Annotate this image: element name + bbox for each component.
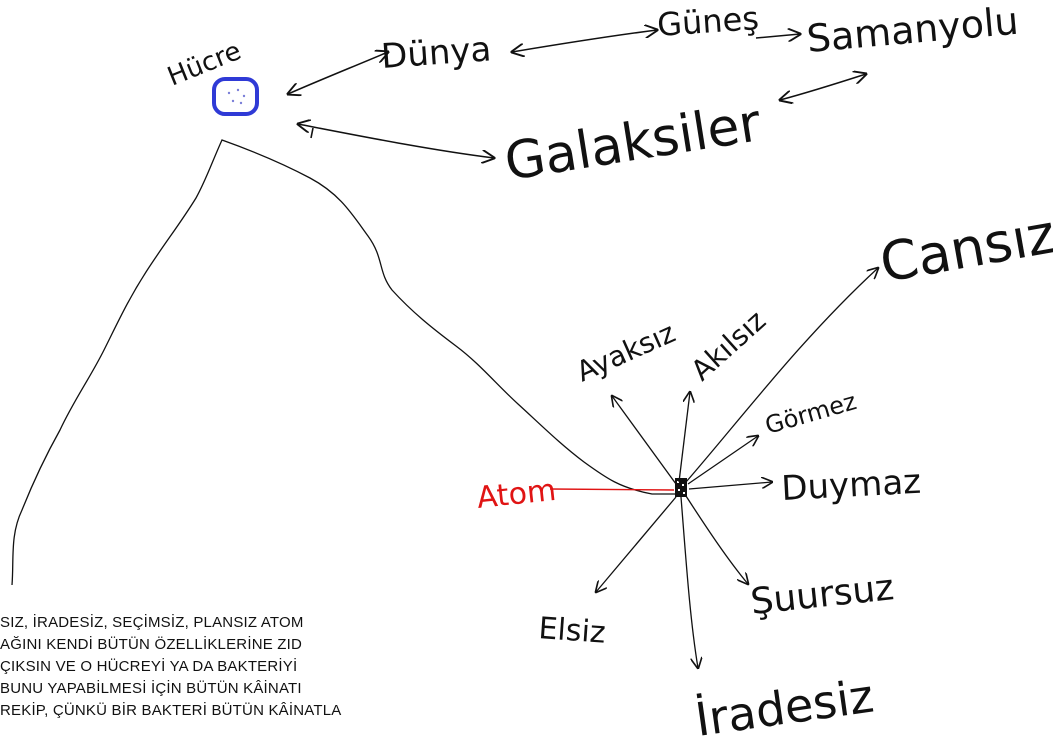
atom-square (675, 478, 687, 497)
arrow-to-suursuz (685, 495, 748, 584)
caption-text: SIZ, İRADESİZ, SEÇİMSİZ, PLANSIZ ATOM AĞ… (0, 612, 520, 722)
arrow-to-akilsiz (678, 392, 690, 483)
label-iradesiz: İradesiz (692, 668, 877, 742)
stray-mark (310, 127, 314, 139)
label-cansiz: Cansız (875, 202, 1053, 295)
arrow-to-ayaksiz (612, 396, 677, 485)
caption-line-3: ÇIKSIN VE O HÜCREYİ YA DA BAKTERİYİ (0, 658, 298, 675)
label-elsiz: Elsiz (537, 611, 606, 651)
caption-line-4: BUNU YAPABİLMESİ İÇİN BÜTÜN KÂİNATI (0, 680, 302, 697)
connecting-curve (11, 139, 676, 586)
arrow-to-elsiz (596, 496, 677, 592)
arrow-cell-galaksiler (298, 124, 494, 158)
label-atom: Atom (475, 473, 558, 516)
label-galaksiler: Galaksiler (501, 93, 766, 193)
arrow-samanyolu-galaksiler (780, 74, 866, 100)
label-hucre: Hücre (163, 36, 245, 92)
arrow-dunya-gunes (512, 30, 657, 52)
label-akilsiz: Akılsız (685, 304, 772, 387)
label-gunes: Güneş (656, 0, 760, 44)
arrow-cell-dunya (288, 52, 388, 94)
caption-line-5: REKİP, ÇÜNKÜ BİR BAKTERİ BÜTÜN KÂİNATLA (0, 702, 342, 719)
label-gormez: Görmez (762, 387, 860, 440)
arrow-to-iradesiz (680, 496, 698, 668)
arrow-to-duymaz (688, 482, 772, 490)
cell-shape (212, 77, 259, 116)
label-samanyolu: Samanyolu (805, 0, 1020, 61)
atom-red-line (549, 488, 675, 491)
arrow-to-cansiz (685, 268, 878, 483)
label-ayaksiz: Ayaksız (571, 316, 680, 389)
arrow-gunes-samanyolu (755, 34, 800, 38)
caption-line-1: SIZ, İRADESİZ, SEÇİMSİZ, PLANSIZ ATOM (0, 614, 304, 631)
arrow-to-gormez (687, 436, 758, 485)
label-suursuz: Şuursuz (749, 567, 896, 623)
caption-line-2: AĞINI KENDİ BÜTÜN ÖZELLİKLERİNE ZID (0, 636, 303, 653)
label-dunya: Dünya (380, 29, 493, 77)
label-duymaz: Duymaz (780, 462, 922, 509)
